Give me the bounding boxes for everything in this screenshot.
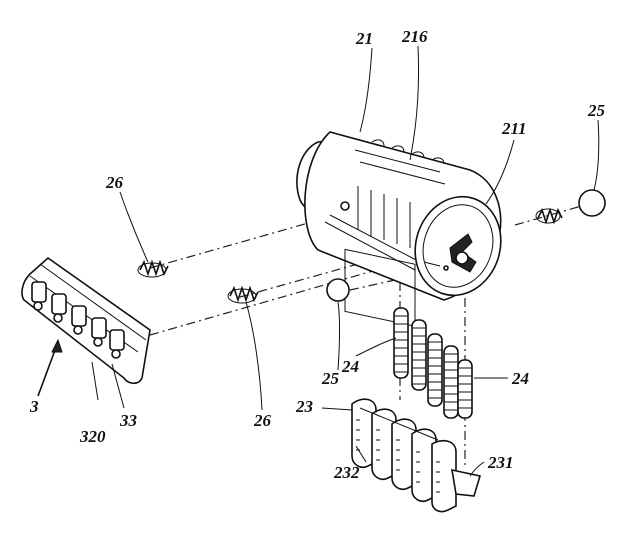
spring-upper-left (137, 259, 169, 278)
reference-numerals: 21 216 211 25 26 26 24 25 24 23 232 231 … (29, 27, 606, 482)
ball-left (326, 278, 350, 302)
label-211: 211 (501, 119, 527, 138)
spring-right (535, 207, 563, 225)
label-24-right: 24 (511, 369, 529, 388)
leader-lines (37, 45, 600, 477)
pin-spring-3 (427, 333, 443, 407)
label-216: 216 (401, 27, 428, 46)
pin-spring-4 (443, 345, 459, 419)
label-33: 33 (119, 411, 138, 430)
label-25-left: 25 (321, 369, 340, 388)
label-3: 3 (29, 397, 39, 416)
label-26-bottom: 26 (253, 411, 272, 430)
small-springs (137, 207, 563, 304)
pin-spring-1 (393, 307, 409, 379)
pin-spring-2 (411, 319, 427, 391)
pin-springs (393, 307, 473, 419)
pin-spring-5 (457, 359, 473, 419)
ball-right (578, 189, 606, 217)
label-23: 23 (295, 397, 314, 416)
side-bar-part (21, 256, 151, 385)
spring-lower-left (227, 285, 259, 304)
label-320: 320 (79, 427, 106, 446)
label-232: 232 (333, 463, 360, 482)
label-24-left: 24 (341, 357, 359, 376)
label-26-top: 26 (105, 173, 124, 192)
label-231: 231 (487, 453, 514, 472)
label-21: 21 (355, 29, 373, 48)
label-25-right: 25 (587, 101, 606, 120)
lock-cylinder (296, 131, 502, 327)
wafer-stack (351, 398, 482, 513)
ball-parts (326, 189, 606, 302)
